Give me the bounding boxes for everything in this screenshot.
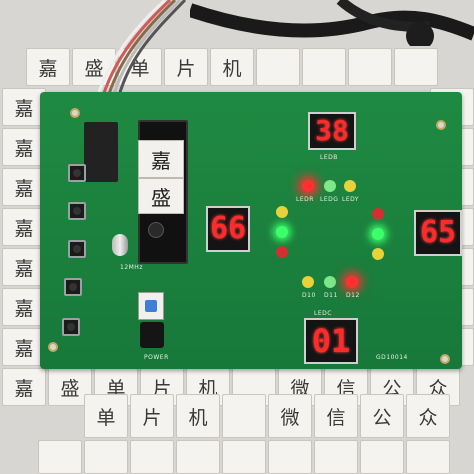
power-switch[interactable] bbox=[138, 292, 164, 320]
tile-bottom-3: 机 bbox=[176, 394, 220, 438]
usb-cable bbox=[190, 0, 474, 46]
tile-bottom-row2-7 bbox=[314, 440, 358, 474]
led-green-bottom bbox=[324, 276, 336, 288]
push-button-1[interactable] bbox=[68, 164, 86, 182]
tile-top-8 bbox=[348, 48, 392, 86]
display-ledb-label: LEDB bbox=[320, 154, 338, 161]
tile-bottom-row2-3 bbox=[130, 440, 174, 474]
led-green-right bbox=[372, 228, 384, 240]
display-bottom-digits: 01 bbox=[311, 322, 351, 360]
led-red-left bbox=[276, 246, 288, 258]
led-green-top bbox=[324, 180, 336, 192]
tile-bottom-row2-8 bbox=[360, 440, 404, 474]
tile-bottom-row2-4 bbox=[176, 440, 220, 474]
push-button-4[interactable] bbox=[64, 278, 82, 296]
tile-left-2: 嘉 bbox=[2, 128, 46, 166]
display-bottom: 01 bbox=[304, 318, 358, 364]
tile-left-1: 嘉 bbox=[2, 88, 46, 126]
tile-left-5: 嘉 bbox=[2, 248, 46, 286]
mount-hole-br bbox=[440, 354, 450, 364]
led-yellow-left bbox=[276, 206, 288, 218]
board-model: GD10014 bbox=[376, 354, 408, 361]
tile-bottom-row2-5 bbox=[222, 440, 266, 474]
push-button-3[interactable] bbox=[68, 240, 86, 258]
tile-top-9 bbox=[394, 48, 438, 86]
tile-bottom-row2-9 bbox=[406, 440, 450, 474]
display-left: 66 bbox=[206, 206, 250, 252]
pin-header bbox=[84, 122, 118, 182]
tile-bottom-row2-2 bbox=[84, 440, 128, 474]
mount-hole-tl bbox=[70, 108, 80, 118]
led-label-r: LEDR bbox=[296, 196, 314, 203]
tile-bottom-row2-6 bbox=[268, 440, 312, 474]
mount-hole-bl bbox=[48, 342, 58, 352]
led-yellow-bottom bbox=[302, 276, 314, 288]
tile-bottom-7: 公 bbox=[360, 394, 404, 438]
crystal-label: 12MHz bbox=[120, 264, 143, 271]
crystal bbox=[112, 234, 128, 256]
led-label-g: LEDG bbox=[320, 196, 339, 203]
display-right-digits: 65 bbox=[419, 215, 457, 250]
tile-top-1: 嘉 bbox=[26, 48, 70, 86]
push-button-2[interactable] bbox=[68, 202, 86, 220]
led-yellow-top bbox=[344, 180, 356, 192]
mount-hole-tr bbox=[436, 120, 446, 130]
chip-notch bbox=[148, 222, 164, 238]
tile-left-3: 嘉 bbox=[2, 168, 46, 206]
led-red-bottom bbox=[346, 276, 358, 288]
tile-bottom-1: 单 bbox=[84, 394, 128, 438]
display-ledb: 38 bbox=[308, 112, 356, 150]
tile-left-6: 嘉 bbox=[2, 288, 46, 326]
tile-bottom-8: 众 bbox=[406, 394, 450, 438]
tile-bottom-2: 片 bbox=[130, 394, 174, 438]
tile-top-5: 机 bbox=[210, 48, 254, 86]
tile-bottom-4 bbox=[222, 394, 266, 438]
tile-bottom-row2-1 bbox=[38, 440, 82, 474]
power-jack bbox=[140, 322, 164, 348]
tile-left-7: 嘉 bbox=[2, 328, 46, 366]
tile-bottom-5: 微 bbox=[268, 394, 312, 438]
display-left-digits: 66 bbox=[209, 211, 247, 246]
tile-top-4: 片 bbox=[164, 48, 208, 86]
led-red-right bbox=[372, 208, 384, 220]
power-label: POWER bbox=[144, 354, 169, 361]
led-red-top bbox=[302, 180, 314, 192]
chip-label-bottom: 盛 bbox=[138, 178, 184, 214]
tile-left-8: 嘉 bbox=[2, 368, 46, 406]
led-green-left bbox=[276, 226, 288, 238]
led-label-d12: D12 bbox=[346, 292, 360, 299]
display-ledb-digits: 38 bbox=[315, 114, 349, 147]
chip-label-top: 嘉 bbox=[138, 140, 184, 178]
led-label-d11: D11 bbox=[324, 292, 338, 299]
switch-cap bbox=[145, 300, 157, 312]
led-label-y: LEDY bbox=[342, 196, 360, 203]
tile-top-7 bbox=[302, 48, 346, 86]
push-button-5[interactable] bbox=[62, 318, 80, 336]
tile-top-6 bbox=[256, 48, 300, 86]
display-ledc-label: LEDC bbox=[314, 310, 332, 317]
tile-bottom-6: 信 bbox=[314, 394, 358, 438]
led-yellow-right bbox=[372, 248, 384, 260]
display-right: 65 bbox=[414, 210, 462, 256]
led-label-d10: D10 bbox=[302, 292, 316, 299]
pcb-board: 嘉 盛 12MHz POWER 38 LEDB 66 65 01 LEDC GD… bbox=[40, 92, 462, 369]
